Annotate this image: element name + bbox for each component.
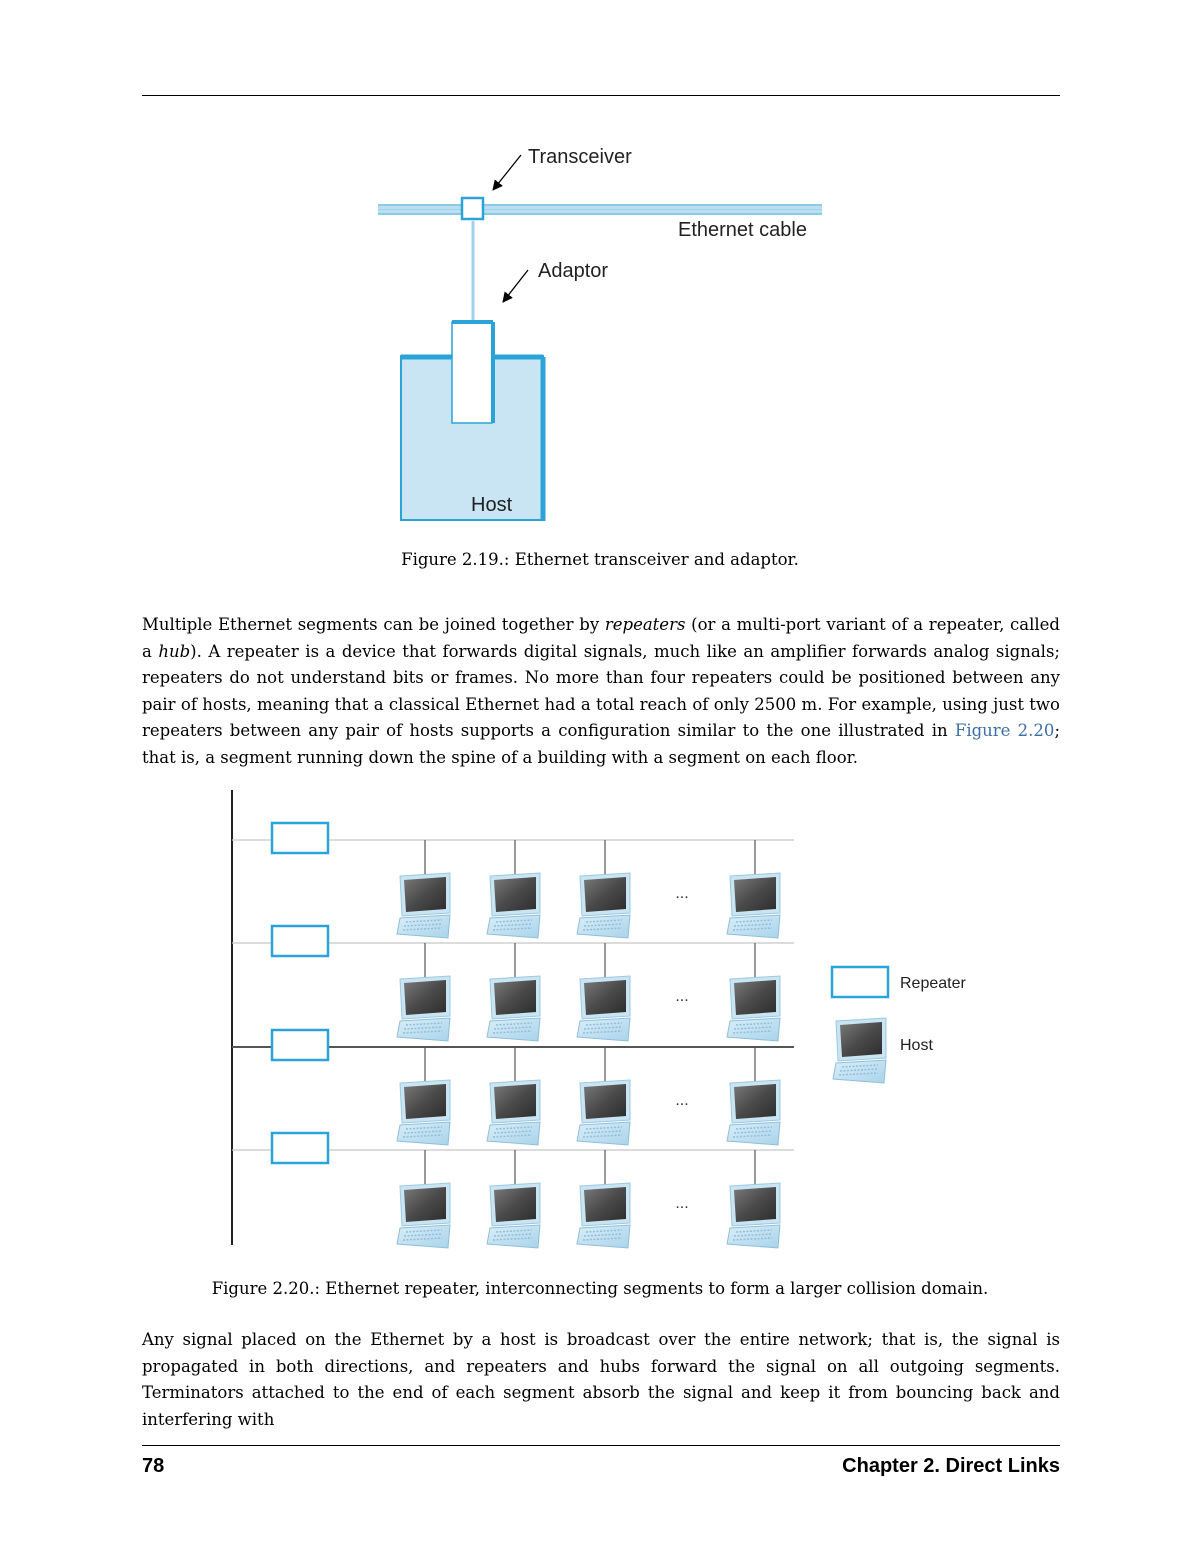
paragraph-text: (or a multi-port variant of a repeater, … <box>142 615 1060 661</box>
repeater <box>270 1028 330 1062</box>
host <box>396 872 451 939</box>
host <box>726 1079 781 1146</box>
ethernet-cable-label: Ethernet cable <box>678 219 807 241</box>
host <box>396 975 451 1042</box>
paragraph-repeaters: Multiple Ethernet segments can be joined… <box>142 612 1060 771</box>
footer-rule <box>142 1445 1060 1446</box>
repeater <box>270 924 330 958</box>
paragraph-text: Multiple Ethernet segments can be joined… <box>142 615 605 634</box>
ellipsis: ... <box>675 988 688 1005</box>
network-diagram: ............ <box>231 790 794 1249</box>
term-repeaters: repeaters <box>604 615 686 634</box>
ellipsis: ... <box>675 1092 688 1109</box>
ellipsis: ... <box>675 885 688 902</box>
adaptor-label: Adaptor <box>538 260 608 282</box>
adaptor-arrow <box>502 269 529 303</box>
host-label: Host <box>471 494 513 516</box>
figure-2-20-link[interactable]: Figure 2.20 <box>954 721 1055 740</box>
term-hub: hub <box>158 641 191 661</box>
host <box>396 1182 451 1249</box>
header-rule <box>142 95 1060 96</box>
paragraph-text: ). A repeater is a device that forwards … <box>142 641 1060 741</box>
host <box>576 1079 631 1146</box>
host <box>486 872 541 939</box>
legend: Repeater Host <box>830 965 966 1084</box>
host <box>486 1079 541 1146</box>
legend-host-label: Host <box>900 1037 933 1054</box>
adaptor-card <box>451 320 495 424</box>
host <box>576 1182 631 1249</box>
transceiver-label: Transceiver <box>528 146 632 168</box>
figure-2-19: Transceiver Ethernet cable Adaptor Host <box>378 146 822 521</box>
repeater <box>270 1131 330 1165</box>
legend-repeater-label: Repeater <box>900 975 966 992</box>
ellipsis: ... <box>675 1195 688 1212</box>
figure-2-20-caption: Figure 2.20.: Ethernet repeater, interco… <box>211 1279 989 1298</box>
host <box>486 1182 541 1249</box>
host <box>726 975 781 1042</box>
legend-repeater-icon <box>830 965 890 999</box>
page-number: 78 <box>142 1455 165 1477</box>
transceiver-arrow <box>492 154 522 191</box>
transceiver-box <box>460 196 485 221</box>
host <box>726 872 781 939</box>
figure-2-20: ............ Repeater Host <box>231 790 966 1249</box>
repeater <box>270 821 330 855</box>
host <box>486 975 541 1042</box>
figure-2-19-caption: Figure 2.19.: Ethernet transceiver and a… <box>401 550 799 569</box>
host <box>726 1182 781 1249</box>
chapter-title: Chapter 2. Direct Links <box>842 1455 1060 1477</box>
paragraph-text: ; that is, a segment running down the sp… <box>142 721 1060 767</box>
legend-host-icon <box>832 1017 887 1084</box>
paragraph-broadcast: Any signal placed on the Ethernet by a h… <box>142 1330 1060 1429</box>
host <box>396 1079 451 1146</box>
host <box>576 872 631 939</box>
ethernet-cable <box>378 204 822 215</box>
host <box>576 975 631 1042</box>
